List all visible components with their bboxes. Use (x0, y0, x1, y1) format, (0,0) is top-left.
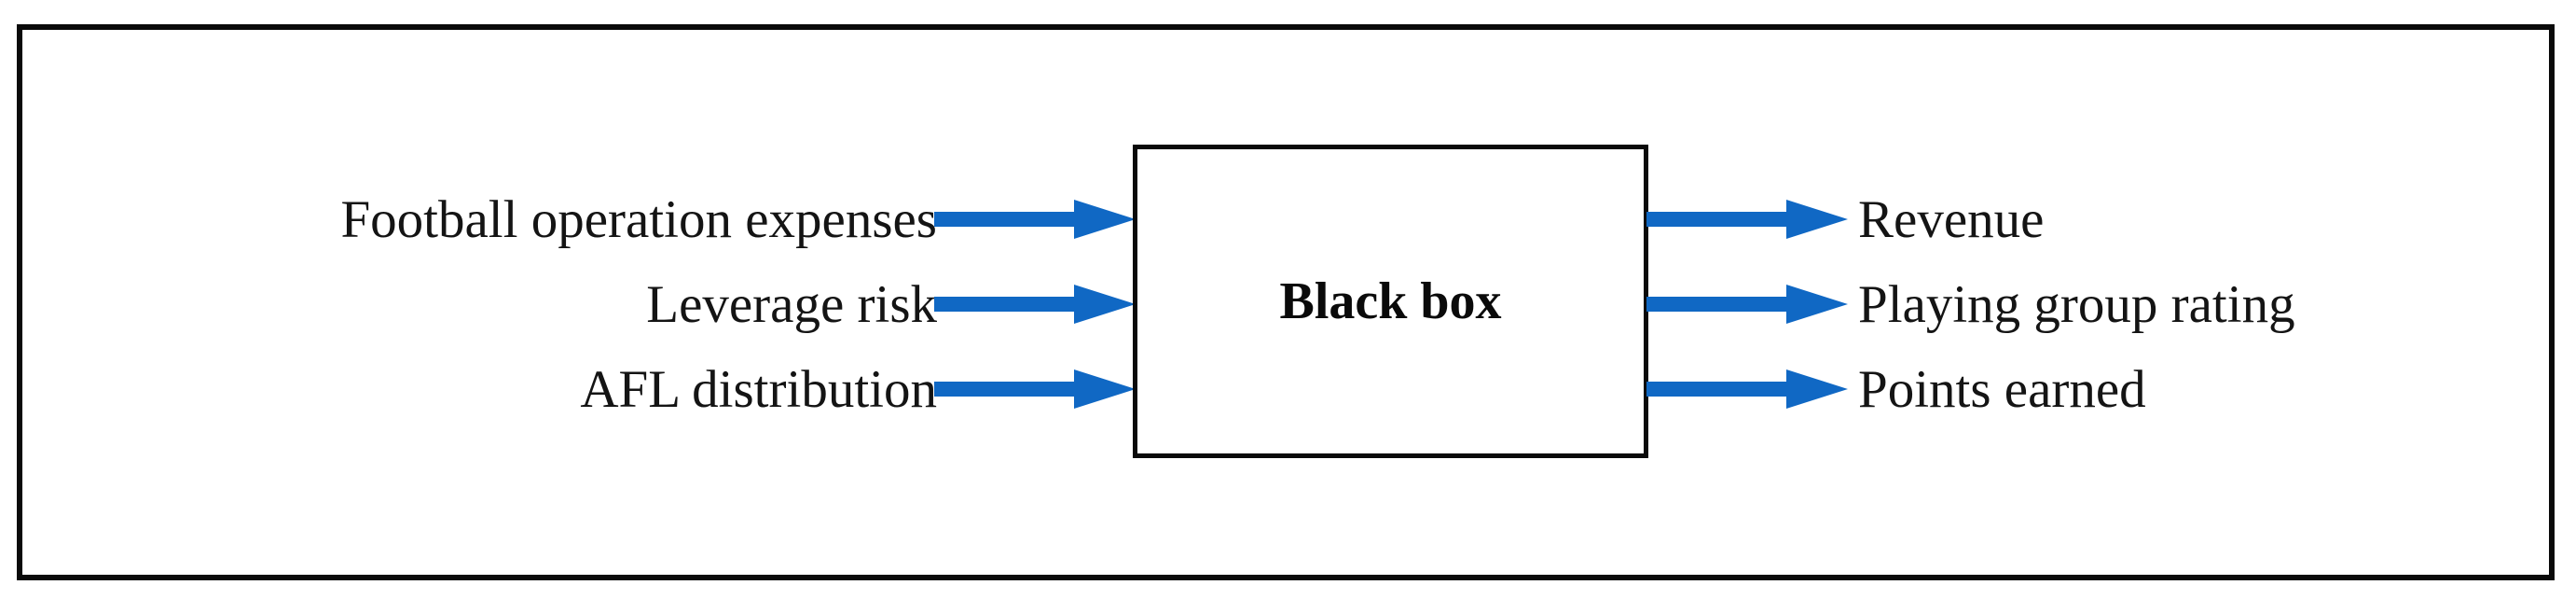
output-label-group: Revenue Playing group rating Points earn… (1858, 177, 2548, 432)
input-arrow-right-icon-2 (934, 283, 1136, 326)
input-label-group: Football operation expenses Leverage ris… (56, 177, 937, 432)
input-arrow-right-icon-1 (934, 198, 1136, 241)
input-label-afl-distribution: AFL distribution (580, 360, 937, 419)
output-label-points-earned: Points earned (1858, 360, 2146, 419)
output-label-revenue: Revenue (1858, 190, 2045, 249)
output-arrow-right-icon-3 (1646, 368, 1848, 411)
output-arrow-right-icon-1 (1646, 198, 1848, 241)
input-label-leverage-risk: Leverage risk (646, 275, 937, 334)
input-label-football-operation-expenses: Football operation expenses (340, 190, 937, 249)
output-label-playing-group-rating: Playing group rating (1858, 275, 2295, 334)
black-box-node: Black box (1133, 145, 1648, 458)
black-box-node-label: Black box (1279, 272, 1502, 330)
input-arrow-right-icon-3 (934, 368, 1136, 411)
output-arrow-right-icon-2 (1646, 283, 1848, 326)
